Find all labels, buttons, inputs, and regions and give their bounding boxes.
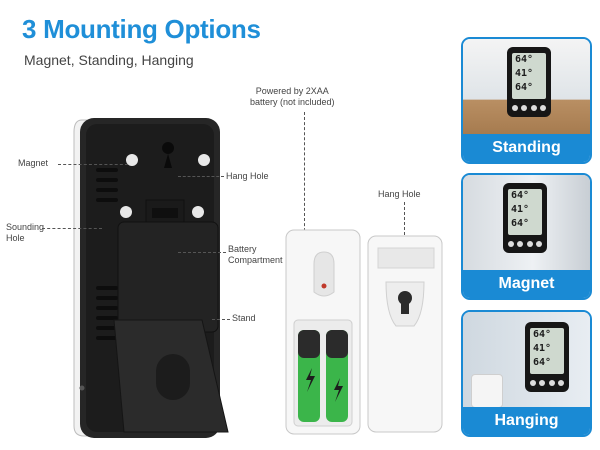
callout-battery-compartment: Battery Compartment <box>228 244 283 265</box>
callout-stand: Stand <box>232 313 256 323</box>
callout-powered-by: Powered by 2XAA battery (not included) <box>250 86 335 107</box>
hang-cover-view <box>367 235 443 433</box>
device-back-illustration <box>73 118 229 438</box>
magnet-thermometer: 64°41°64° <box>503 183 547 253</box>
battery-door <box>117 221 219 333</box>
option-card-standing: 64°41°64° Standing <box>461 37 592 164</box>
option-card-hanging: 64°41°64° Hanging <box>461 310 592 437</box>
battery-compartment-view <box>285 229 361 435</box>
option-label-standing: Standing <box>463 134 590 162</box>
page-title: 3 Mounting Options <box>22 14 261 44</box>
callout-sounding-hole: Sounding Hole <box>6 222 45 243</box>
sounding-hole-vents <box>96 168 118 340</box>
hanging-thermometer: 64°41°64° <box>525 322 569 392</box>
page-subtitle: Magnet, Standing, Hanging <box>24 52 194 68</box>
hang-hole-back <box>162 142 175 168</box>
callout-hang-hole-cover: Hang Hole <box>378 189 421 199</box>
wall-outlet-icon <box>471 374 503 408</box>
option-label-magnet: Magnet <box>463 270 590 298</box>
option-label-hanging: Hanging <box>463 407 590 435</box>
standing-thermometer: 64°41°64° <box>507 47 551 117</box>
option-card-magnet: 64°41°64° Magnet <box>461 173 592 300</box>
callout-magnet: Magnet <box>18 158 49 168</box>
magnet-dot <box>126 154 138 166</box>
callout-hang-hole-back: Hang Hole <box>226 171 269 181</box>
